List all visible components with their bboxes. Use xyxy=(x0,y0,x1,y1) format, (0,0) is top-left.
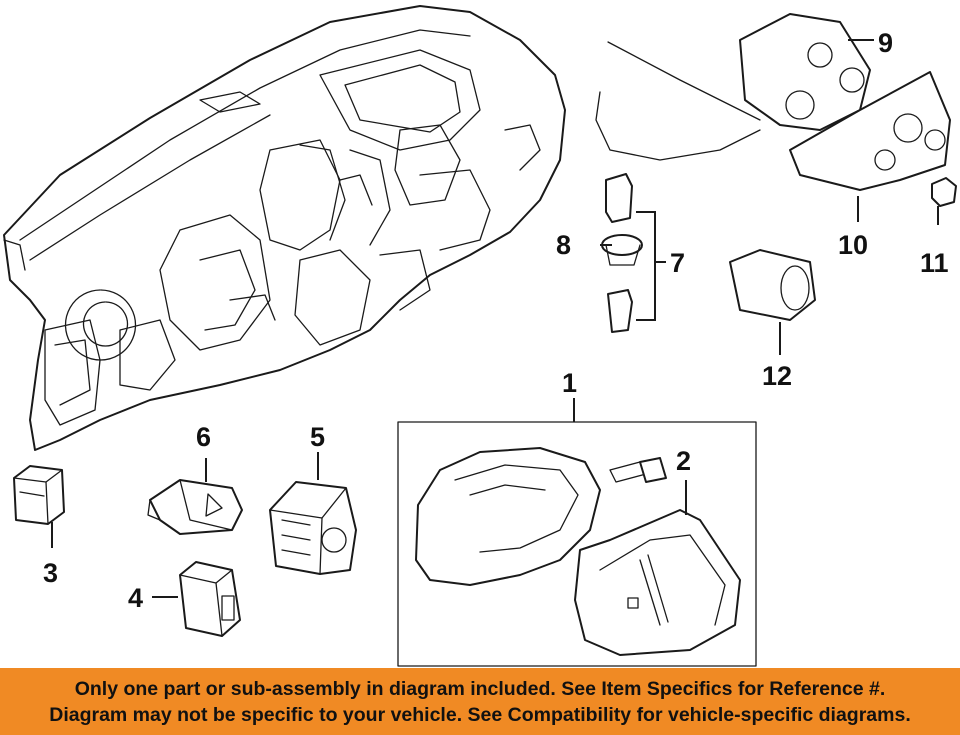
part-3-switch xyxy=(13,465,65,525)
disclaimer-line-2: Diagram may not be specific to your vehi… xyxy=(49,704,911,726)
label-10: 10 xyxy=(838,230,868,260)
label-9: 9 xyxy=(878,28,893,58)
part-12-start-switch xyxy=(729,249,816,321)
label-5: 5 xyxy=(310,422,325,452)
label-8: 8 xyxy=(556,230,571,260)
label-12: 12 xyxy=(762,361,792,391)
disclaimer-line-1: Only one part or sub-assembly in diagram… xyxy=(74,678,886,700)
part-1-cluster-assembly xyxy=(397,421,757,667)
label-6: 6 xyxy=(196,422,211,452)
part-10-bezel xyxy=(789,71,951,191)
exploded-parts-diagram: 1 2 3 4 5 6 7 8 9 10 11 12 xyxy=(3,5,957,667)
label-1: 1 xyxy=(562,368,577,398)
part-7-8-power-outlets xyxy=(600,173,666,333)
part-9-climate-control xyxy=(595,13,871,161)
disclaimer-banner: Only one part or sub-assembly in diagram… xyxy=(0,668,960,735)
callout-labels: 1 2 3 4 5 6 7 8 9 10 11 12 xyxy=(43,28,949,613)
part-11-knob xyxy=(931,177,957,207)
part-6-hazard-switch xyxy=(147,479,243,535)
label-7: 7 xyxy=(670,248,685,278)
label-2: 2 xyxy=(676,446,691,476)
part-5-switch-assembly xyxy=(269,481,357,575)
part-4-switch xyxy=(179,561,241,637)
label-11: 11 xyxy=(920,248,949,278)
label-4: 4 xyxy=(128,583,143,613)
callout-arrows xyxy=(51,39,939,598)
instrument-panel-drawing xyxy=(3,5,566,451)
label-3: 3 xyxy=(43,558,58,588)
